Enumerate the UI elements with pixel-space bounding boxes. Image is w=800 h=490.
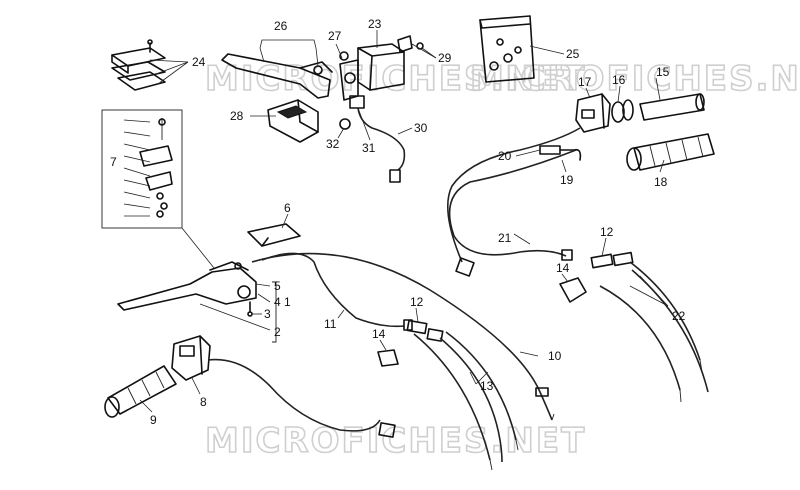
callout-14-right: 14: [556, 261, 570, 275]
leader-lines: [139, 30, 669, 413]
callout-18: 18: [654, 175, 668, 189]
callout-25: 25: [566, 47, 580, 61]
part-18-grip: [626, 133, 715, 171]
callout-28: 28: [230, 109, 244, 123]
watermark-bottom: MICROFICHES.NET: [205, 421, 586, 461]
part-14-cap-right: [559, 277, 587, 303]
callout-19: 19: [560, 173, 574, 187]
callout-24: 24: [192, 55, 206, 69]
callout-labels: 1 2 3 4 5 6 7 8 9 10 11 12 12 13 14 14 1…: [110, 17, 686, 427]
part-25-bag: [479, 15, 535, 83]
callout-21: 21: [498, 231, 512, 245]
callout-14-left: 14: [372, 327, 386, 341]
callout-8: 8: [200, 395, 207, 409]
callout-11: 11: [324, 317, 337, 331]
part-7-exploded-box: [101, 109, 215, 269]
part-16-sleeve: [611, 99, 634, 123]
part-10-cable: [251, 252, 555, 421]
callout-23: 23: [368, 17, 382, 31]
part-20-cable-adjuster: [539, 145, 582, 161]
part-9-grip: [104, 365, 177, 418]
callout-29: 29: [438, 51, 452, 65]
callout-20: 20: [498, 149, 512, 163]
callout-12-right: 12: [600, 225, 614, 239]
callout-1: 1: [284, 295, 291, 309]
callout-22: 22: [672, 309, 686, 323]
callout-27: 27: [328, 29, 342, 43]
callout-30: 30: [414, 121, 428, 135]
part-28-cover: [267, 99, 319, 143]
callout-17: 17: [578, 75, 592, 89]
part-17-throttle-housing: [575, 93, 611, 133]
callout-12-left: 12: [410, 295, 424, 309]
callout-4: 4: [274, 295, 281, 309]
callout-26: 26: [274, 19, 288, 33]
callout-9: 9: [150, 413, 157, 427]
part-8-switch-housing: [171, 335, 396, 438]
callout-31: 31: [362, 141, 376, 155]
part-21-cable: [447, 127, 581, 277]
callout-7: 7: [110, 155, 117, 169]
part-14-cap-left: [377, 349, 399, 367]
part-22-cables: [599, 261, 709, 403]
callout-16: 16: [612, 73, 626, 87]
part-6-clamp: [247, 223, 301, 247]
part-1-lever-assembly: [117, 261, 277, 343]
part-30-switch-wire: [339, 95, 406, 183]
callout-13: 13: [480, 379, 494, 393]
callout-3: 3: [264, 307, 271, 321]
callout-2: 2: [274, 325, 281, 339]
part-12-adjuster-left: [406, 319, 444, 342]
callout-5: 5: [274, 279, 281, 293]
callout-6: 6: [284, 201, 291, 215]
callout-15: 15: [656, 65, 670, 79]
part-24-clamp: [111, 39, 166, 91]
part-11-cable: [261, 252, 413, 331]
part-12-adjuster-right: [590, 251, 634, 269]
part-15-grip-tube: [639, 93, 705, 121]
callout-32: 32: [326, 137, 340, 151]
part-13-cables: [413, 331, 519, 471]
callout-10: 10: [548, 349, 562, 363]
